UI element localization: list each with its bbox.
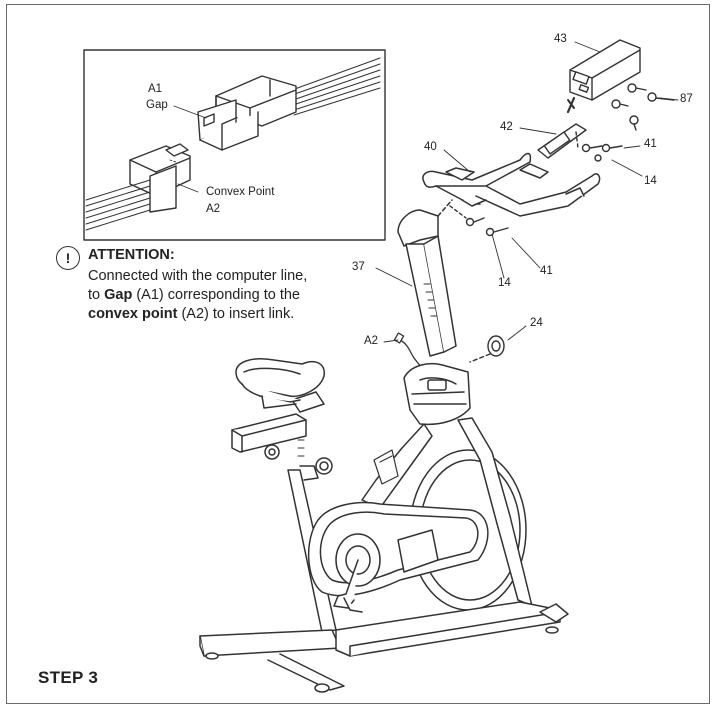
tension-knob-24 [469, 335, 505, 363]
handlebar-40 [422, 152, 601, 217]
part-number-43: 43 [554, 33, 567, 45]
part-number-87: 87 [680, 93, 693, 105]
part-number-41-bottom: 41 [540, 265, 553, 277]
label-gap: Gap [146, 99, 168, 111]
part-number-40: 40 [424, 141, 437, 153]
part-number-37: 37 [352, 261, 365, 273]
console-bolts-87 [611, 83, 675, 131]
step-label: STEP 3 [38, 668, 99, 687]
label-a1: A1 [148, 83, 163, 95]
inset-connector-gap [197, 75, 297, 151]
leader-lines [375, 41, 679, 343]
attention-line2-post: (A1) corresponding to the [132, 287, 300, 303]
inset-cable-upper [291, 57, 381, 116]
label-convex-point: Convex Point [206, 186, 275, 198]
inset-box [83, 49, 386, 241]
handlebar-bolts-41-14 [449, 205, 509, 237]
attention-gap-term: Gap [104, 287, 133, 303]
part-number-14-right: 14 [644, 175, 657, 187]
attention-line1: Connected with the computer line, [88, 268, 308, 284]
label-a2-cable: A2 [364, 335, 379, 347]
page-frame [6, 4, 710, 704]
seat-slider [231, 391, 333, 475]
attention-convex-term: convex point [88, 306, 178, 322]
part-number-42: 42 [500, 121, 513, 133]
bracket-42 [537, 123, 587, 159]
bolts-41-14-top [581, 143, 623, 162]
attention-line2-pre: to [88, 287, 105, 303]
label-a2-inset: A2 [206, 203, 221, 215]
part-number-24: 24 [530, 317, 543, 329]
inset-cable-lower [85, 179, 151, 231]
console-43 [566, 39, 641, 114]
attention-text: Connected with the computer line, to Gap… [88, 267, 356, 324]
part-number-41-top: 41 [644, 138, 657, 150]
attention-heading: ATTENTION: [88, 247, 175, 263]
resistance-housing [403, 362, 471, 426]
frame-tubes [199, 417, 569, 693]
bottle-holder [373, 449, 399, 485]
inset-connector-convex [129, 143, 191, 213]
attention-note: ! ATTENTION: Connected with the computer… [56, 246, 356, 324]
handlebar-post-37 [397, 199, 457, 357]
attention-line3-post: (A2) to insert link. [177, 306, 295, 322]
part-number-14-bottom: 14 [498, 277, 511, 289]
saddle [235, 358, 325, 409]
attention-icon: ! [56, 246, 80, 270]
